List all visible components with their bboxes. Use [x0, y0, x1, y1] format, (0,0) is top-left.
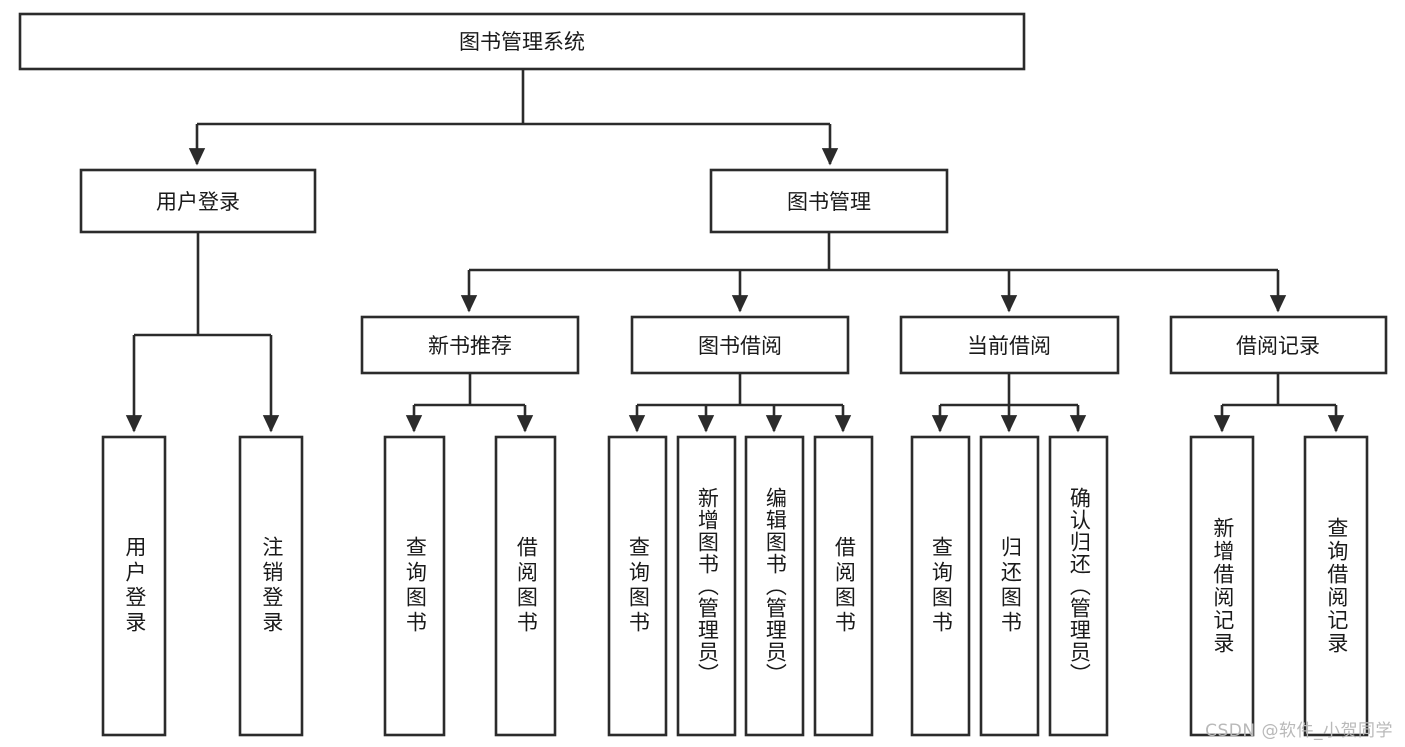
node-borrow-record-box[interactable] [1169, 315, 1388, 375]
node-user-login-label: 用户登录 [156, 190, 240, 214]
node-book-borrow-label: 图书借阅 [698, 334, 782, 358]
node-root-box[interactable] [18, 12, 1026, 71]
node-borrow-record-label: 借阅记录 [1236, 334, 1320, 358]
leaf-box-return-book[interactable] [979, 435, 1040, 737]
leaf-box-borrow-book-2[interactable] [813, 435, 874, 737]
node-book-manage-label: 图书管理 [787, 190, 871, 214]
leaf-box-user-login[interactable] [101, 435, 167, 737]
leaf-box-add-book[interactable] [676, 435, 737, 737]
node-root-label: 图书管理系统 [459, 30, 585, 54]
leaf-box-query-record[interactable] [1303, 435, 1369, 737]
leaf-box-query-book-3[interactable] [910, 435, 971, 737]
node-current-borrow-label: 当前借阅 [967, 334, 1051, 358]
leaf-box-confirm-return[interactable] [1048, 435, 1109, 737]
node-book-borrow-box[interactable] [630, 315, 850, 375]
node-current-borrow-box[interactable] [899, 315, 1120, 375]
node-new-book-label: 新书推荐 [428, 334, 512, 358]
node-book-manage-box[interactable] [709, 168, 949, 234]
node-new-book-box[interactable] [360, 315, 580, 375]
csdn-watermark: CSDN @软件_小贺同学 [1205, 721, 1393, 741]
leaf-box-edit-book[interactable] [744, 435, 805, 737]
leaf-box-add-record[interactable] [1189, 435, 1255, 737]
leaf-box-borrow-book-1[interactable] [494, 435, 557, 737]
leaf-box-query-book-2[interactable] [607, 435, 668, 737]
leaf-box-query-book-1[interactable] [383, 435, 446, 737]
leaf-box-logout[interactable] [238, 435, 304, 737]
